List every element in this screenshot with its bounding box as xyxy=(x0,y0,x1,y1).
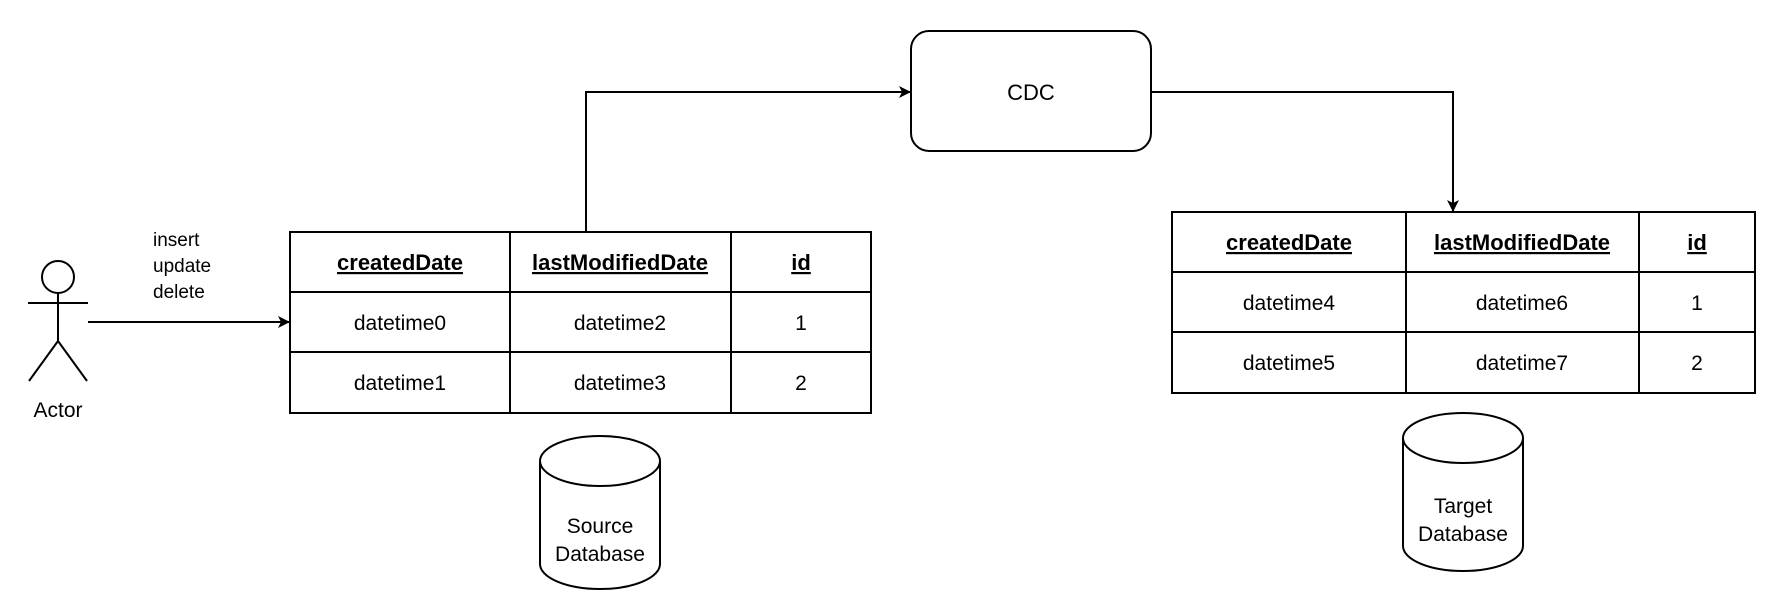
table-cell: 1 xyxy=(1691,292,1703,315)
target-table-header: createdDate lastModifiedDate id xyxy=(1226,230,1707,255)
table-cell: datetime5 xyxy=(1243,352,1335,375)
target-database-label-line1: Target xyxy=(1434,495,1493,518)
table-row: datetime4 datetime6 1 xyxy=(1243,292,1703,315)
table-row: datetime1 datetime3 2 xyxy=(354,372,807,395)
target-database: Target Database xyxy=(1402,412,1524,572)
target-database-label-line2: Database xyxy=(1418,523,1508,546)
source-database: Source Database xyxy=(539,435,661,590)
actor-label: Actor xyxy=(33,399,82,422)
table-row: datetime0 datetime2 1 xyxy=(354,312,807,335)
table-cell: datetime3 xyxy=(574,372,666,395)
table-cell: datetime4 xyxy=(1243,292,1336,315)
target-database-icon xyxy=(1402,412,1524,572)
operation-delete: delete xyxy=(153,282,205,303)
actor-icon xyxy=(28,260,88,382)
table-cell: datetime6 xyxy=(1476,292,1568,315)
table-cell: datetime0 xyxy=(354,312,446,335)
source-database-label-line2: Database xyxy=(555,543,645,566)
target-header-id: id xyxy=(1687,230,1707,255)
cdc-to-target-arrow xyxy=(1151,91,1459,212)
cdc-box: CDC xyxy=(910,30,1152,152)
source-database-icon xyxy=(539,435,661,590)
target-header-createdDate: createdDate xyxy=(1226,230,1352,255)
operation-update: update xyxy=(153,256,211,277)
source-header-id: id xyxy=(791,250,811,275)
cdc-label: CDC xyxy=(1007,80,1055,105)
source-table: createdDate lastModifiedDate id datetime… xyxy=(289,231,872,414)
operation-insert: insert xyxy=(153,230,200,251)
table-cell: datetime7 xyxy=(1476,352,1568,375)
table-cell: datetime1 xyxy=(354,372,446,395)
actor: Actor xyxy=(28,260,88,422)
cdc-box-shape xyxy=(910,30,1152,152)
table-cell: datetime2 xyxy=(574,312,666,335)
source-header-lastModifiedDate: lastModifiedDate xyxy=(532,250,708,275)
operations-label: insert update delete xyxy=(153,230,211,303)
source-database-label-line1: Source xyxy=(567,515,634,538)
table-cell: 2 xyxy=(1691,352,1703,375)
source-to-cdc-arrow xyxy=(585,86,911,232)
target-table: createdDate lastModifiedDate id datetime… xyxy=(1171,211,1756,394)
table-cell: 2 xyxy=(795,372,807,395)
source-header-createdDate: createdDate xyxy=(337,250,463,275)
source-table-header: createdDate lastModifiedDate id xyxy=(337,250,811,275)
target-header-lastModifiedDate: lastModifiedDate xyxy=(1434,230,1610,255)
table-row: datetime5 datetime7 2 xyxy=(1243,352,1703,375)
table-cell: 1 xyxy=(795,312,807,335)
